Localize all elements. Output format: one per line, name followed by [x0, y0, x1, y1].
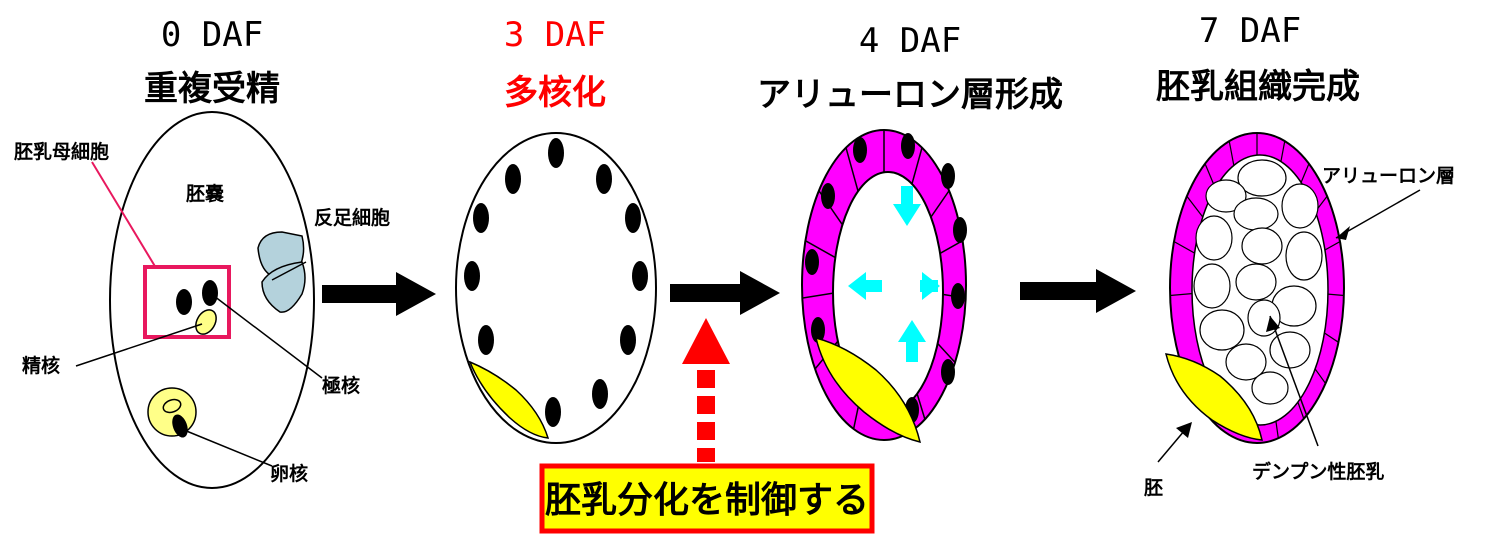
label-embryo: 胚 — [1143, 477, 1163, 499]
control-banner-text: 胚乳分化を制御する — [545, 480, 869, 521]
control-arrow — [682, 318, 730, 462]
stage-4-aleurone — [801, 129, 967, 444]
mother-cell-box — [143, 265, 231, 339]
sperm-pointer — [75, 323, 203, 367]
sperm-in-egg — [162, 398, 182, 414]
stage-4-name: アリューロン層形成 — [757, 75, 1063, 115]
stage-7-name: 胚乳組織完成 — [1156, 67, 1360, 107]
free-nuclei — [464, 138, 648, 427]
embryo-shape — [1165, 353, 1263, 441]
arrow-stage-3-to-4 — [670, 271, 780, 315]
stage-3-day: 3 DAF — [504, 15, 606, 55]
stage-3-name: 多核化 — [504, 73, 606, 113]
egg-nucleus-shape — [172, 414, 188, 438]
starchy-pointer — [1269, 315, 1319, 447]
label-aleurone-layer: アリューロン層 — [1322, 165, 1455, 187]
stage-4-day: 4 DAF — [859, 21, 961, 61]
label-endosperm-mother-cell: 胚乳母細胞 — [13, 140, 109, 163]
label-sperm-nucleus: 精核 — [22, 354, 60, 377]
polar-pointer — [213, 295, 323, 379]
mother-cell-pointer — [91, 161, 157, 269]
label-polar-nuclei: 極核 — [322, 374, 360, 397]
stage-3-coenocyte — [455, 132, 657, 444]
sperm-nucleus-shape — [195, 309, 217, 335]
embryo-shape — [468, 360, 550, 439]
coenocyte-outline — [455, 132, 657, 444]
stage-0-name: 重複受精 — [144, 69, 280, 109]
stage-7-day: 7 DAF — [1199, 11, 1301, 51]
label-embryo-sac: 胚嚢 — [185, 182, 225, 205]
polar-nucleus — [202, 280, 218, 306]
label-egg-nucleus: 卵核 — [270, 462, 308, 485]
cyan-arrows — [848, 186, 940, 362]
stage-7-endosperm — [1157, 132, 1421, 463]
label-antipodal-cells: 反足細胞 — [314, 206, 390, 229]
polar-nucleus — [176, 289, 192, 315]
label-starchy-endosperm: デンプン性胚乳 — [1252, 460, 1384, 483]
stage-0-embryo-sac — [75, 111, 323, 489]
arrow-stage-0-to-3 — [322, 272, 436, 316]
starchy-cells — [1193, 159, 1323, 405]
stage-0-day: 0 DAF — [161, 15, 263, 55]
aleurone-pointer — [1335, 189, 1421, 239]
egg-pointer — [183, 429, 273, 467]
aleurone-nuclei — [805, 133, 967, 423]
antipodal-pointer — [271, 261, 307, 281]
control-banner — [539, 463, 875, 534]
embryo-shape — [814, 336, 922, 444]
arrow-stage-4-to-7 — [1020, 269, 1136, 313]
